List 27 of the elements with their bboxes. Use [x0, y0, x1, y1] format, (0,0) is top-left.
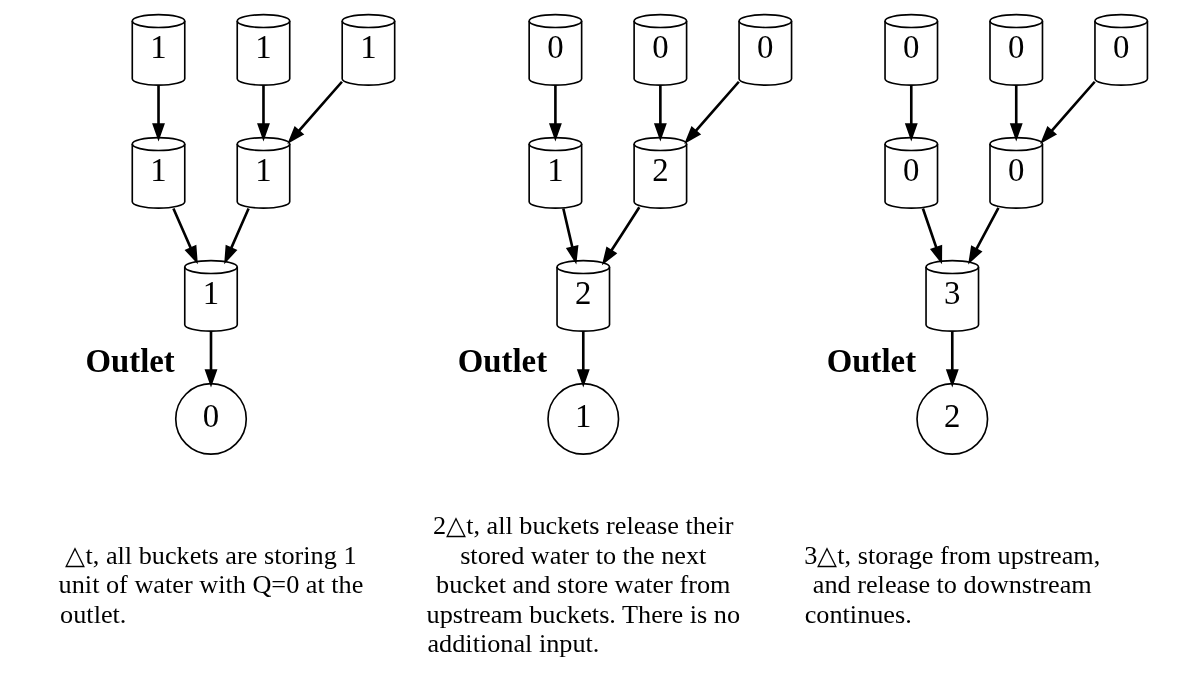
node-label: Outlet: [457, 343, 548, 380]
arrow: [921, 208, 943, 265]
arrow: [287, 80, 343, 145]
arrow: [224, 208, 250, 265]
arrow: [945, 331, 959, 388]
node-circle: 2: [916, 382, 989, 455]
arrow: [548, 85, 562, 142]
arrow: [684, 80, 740, 145]
arrow: [172, 208, 198, 265]
arrow: [1040, 80, 1096, 145]
arrow: [904, 85, 918, 142]
arrow: [257, 85, 270, 142]
arrow: [576, 331, 590, 388]
arrow: [601, 206, 641, 266]
label: 2△t, all buckets release their stored water to the next bucket and store water from upstream buckets. There is no additional input.: [426, 511, 741, 659]
arrow: [562, 208, 579, 265]
node-circle: 0: [174, 382, 248, 455]
arrow: [968, 207, 1000, 265]
arrow: [204, 331, 218, 388]
label: △t, all buckets are storing 1 unit of water with Q=0 at the outlet.: [58, 540, 364, 629]
node-label: Outlet: [85, 343, 175, 380]
label: 3△t, storage from upstream, and release to downstream continues.: [804, 540, 1101, 629]
node-circle: 1: [547, 382, 620, 455]
node-label: Outlet: [826, 343, 917, 380]
arrow: [152, 85, 165, 142]
arrow: [1009, 85, 1023, 142]
arrow: [653, 85, 667, 142]
